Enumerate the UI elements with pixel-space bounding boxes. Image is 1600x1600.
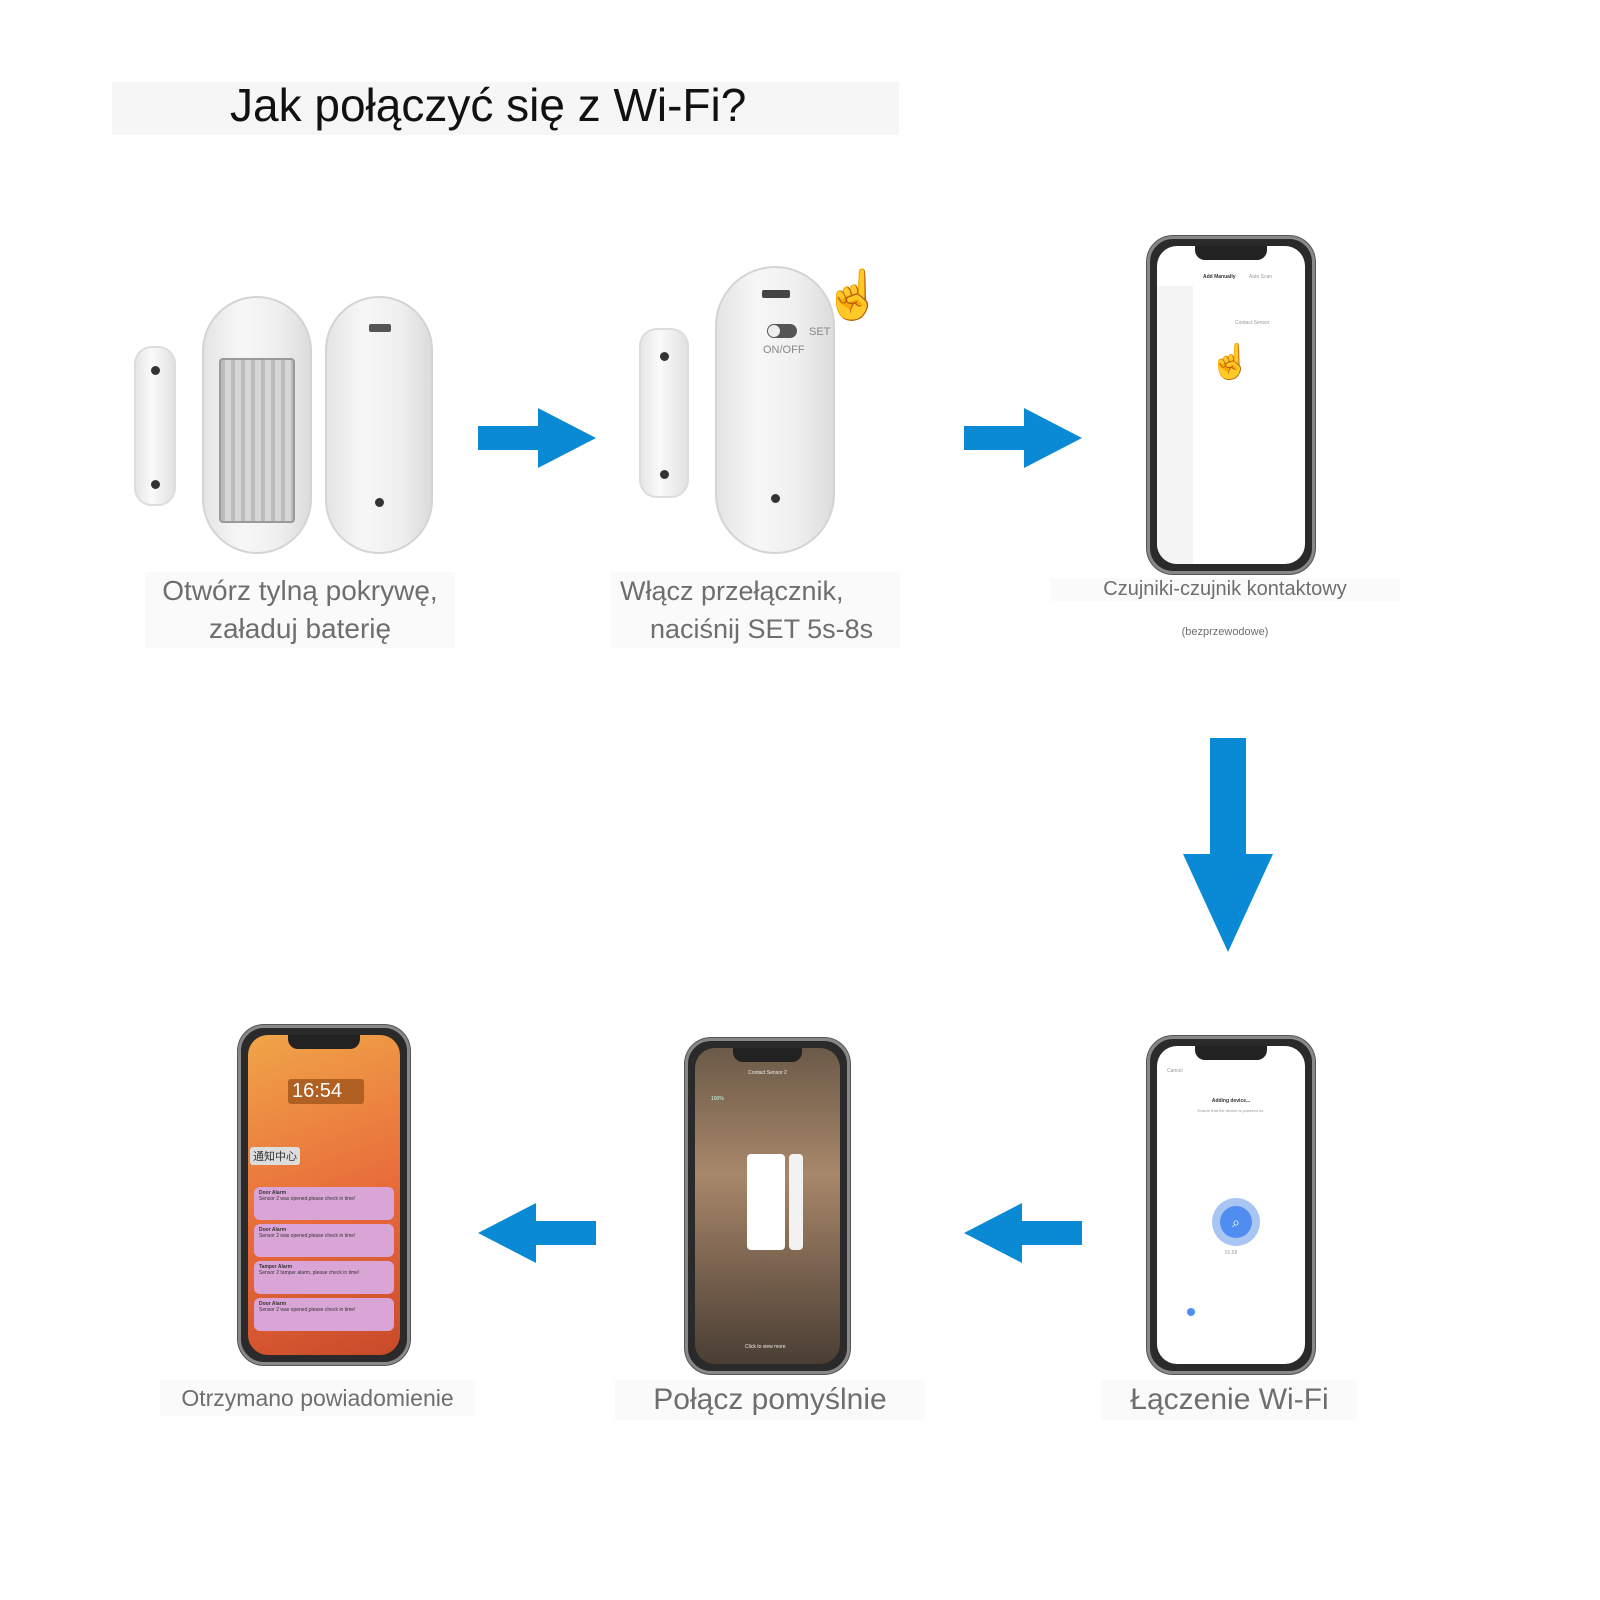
caption-line: naciśnij SET 5s-8s [650, 614, 874, 644]
arrow-down-icon [1182, 738, 1274, 954]
step-2-illustration: ON/OFF SET ☝ [635, 262, 915, 557]
phone-connected: Contact Sensor 2 100% Click to view more [685, 1038, 850, 1374]
on-off-switch[interactable] [767, 324, 797, 338]
step-3-caption: Czujniki-czujnik kontaktowy [1050, 578, 1400, 601]
phone-screen: Add Manually Auto Scan Contact Sensor ☝ [1157, 246, 1305, 564]
step-1-illustration [130, 290, 440, 560]
adding-subtext: Ensure that the device is powered on. [1197, 1108, 1265, 1113]
step-6-caption: Otrzymano powiadomienie [160, 1380, 475, 1416]
phone-screen: Contact Sensor 2 100% Click to view more [695, 1048, 840, 1364]
notification-center-label: 通知中心 [250, 1147, 300, 1165]
lock-time: 16:54 [288, 1079, 364, 1104]
tab-add-manually[interactable]: Add Manually [1203, 274, 1236, 280]
magnet-part [134, 346, 176, 506]
step-5-caption: Połącz pomyślnie [615, 1380, 925, 1420]
device-title: Contact Sensor 2 [748, 1070, 787, 1076]
notification-body: Sensor 2 was opened,please check in time… [259, 1307, 356, 1313]
notification-title: Door Alarm [259, 1227, 287, 1233]
arrow-right-icon [478, 408, 598, 468]
notification-title: Door Alarm [259, 1301, 287, 1307]
arrow-right-icon [964, 408, 1084, 468]
adding-heading: Adding device... [1211, 1098, 1251, 1104]
caption-line: Otwórz tylną pokrywę, [162, 575, 438, 606]
phone-add-device: Add Manually Auto Scan Contact Sensor ☝ [1147, 236, 1315, 574]
step-1-caption: Otwórz tylną pokrywę, załaduj baterię [145, 572, 455, 648]
hand-pointer-icon: ☝ [1209, 343, 1252, 381]
sensor-body: ON/OFF SET [715, 266, 835, 554]
notification-title: Tamper Alarm [259, 1264, 293, 1270]
phone-screen: Cancel Adding device... Ensure that the … [1157, 1046, 1305, 1364]
page-title: Jak połączyć się z Wi-Fi? [230, 79, 747, 131]
timer: 01:58 [1224, 1250, 1238, 1256]
magnet-part [639, 328, 689, 498]
hand-pointer-icon: ☝ [823, 269, 883, 322]
title-banner [112, 82, 899, 135]
back-cover [325, 296, 433, 554]
set-label: SET [809, 326, 831, 338]
notification-body: Sensor 2 was opened,please check in time… [259, 1196, 356, 1202]
arrow-left-icon [964, 1203, 1084, 1263]
switch-label: ON/OFF [763, 344, 805, 356]
open-sensor-body [202, 296, 312, 554]
step-4-caption: Łączenie Wi-Fi [1102, 1380, 1357, 1420]
arrow-left-icon [478, 1203, 598, 1263]
notification-title: Door Alarm [259, 1190, 287, 1196]
notification-body: Sensor 2 tamper alarm, please check in t… [259, 1270, 360, 1276]
cancel-button[interactable]: Cancel [1167, 1068, 1183, 1074]
notification-body: Sensor 2 was opened,please check in time… [259, 1233, 356, 1239]
step-2-caption: Włącz przełącznik, naciśnij SET 5s-8s [610, 572, 900, 648]
step-3-subcaption: (bezprzewodowe) [1181, 626, 1269, 638]
section-label: Contact Sensor [1235, 320, 1270, 326]
view-more-button[interactable]: Click to view more [745, 1344, 786, 1350]
sensor-image [747, 1154, 785, 1250]
caption-line: załaduj baterię [208, 613, 392, 644]
search-icon: ⌕ [1212, 1198, 1260, 1246]
caption-line: Włącz przełącznik, [620, 576, 844, 606]
phone-connecting: Cancel Adding device... Ensure that the … [1147, 1036, 1315, 1374]
tab-auto-scan[interactable]: Auto Scan [1249, 274, 1273, 280]
battery-status: 100% [711, 1096, 724, 1102]
